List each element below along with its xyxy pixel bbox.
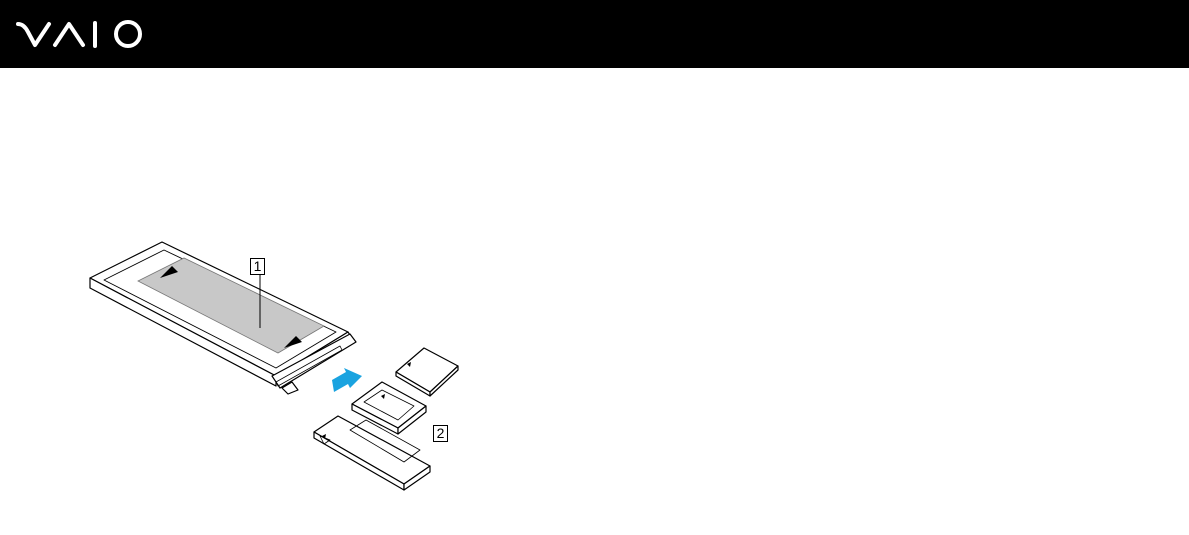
card-adapter-illustration: [80, 230, 480, 510]
sd-card: [396, 348, 458, 396]
memory-stick-card: [314, 416, 430, 490]
callout-1: 1: [250, 258, 265, 275]
compact-card: [352, 382, 426, 434]
insert-arrow-icon: [332, 368, 362, 392]
callout-2: 2: [433, 425, 448, 442]
vaio-logo: [16, 18, 148, 50]
header-bar: [0, 0, 1189, 68]
